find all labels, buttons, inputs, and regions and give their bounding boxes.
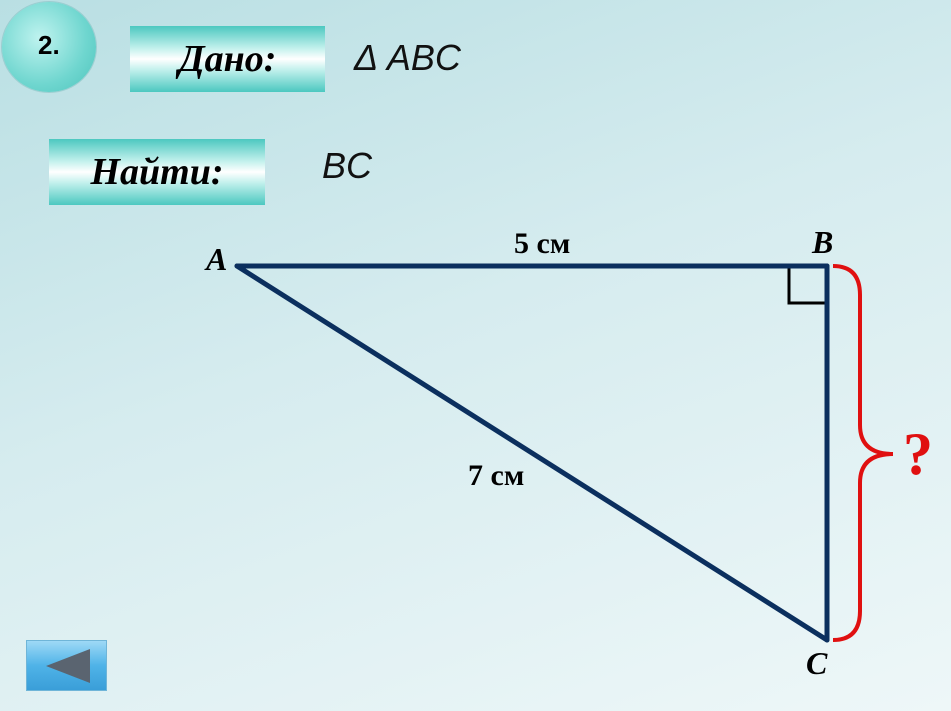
right-angle-marker — [787, 266, 827, 305]
find-label: Найти: — [90, 151, 224, 193]
task-number: 2. — [38, 30, 60, 60]
find-label-box: Найти: — [49, 139, 265, 205]
unknown-side-brace — [832, 264, 894, 642]
find-value: BC — [322, 145, 373, 186]
left-triangle-arrow-icon — [46, 649, 90, 683]
vertex-a-label: A — [204, 241, 227, 277]
vertex-c-label: C — [806, 645, 828, 681]
side-ac — [234, 263, 830, 643]
given-value: Δ ABC — [354, 37, 461, 78]
side-ac-length: 7 см — [468, 459, 524, 492]
side-ab-length: 5 см — [514, 227, 570, 260]
given-label: Дано: — [178, 38, 277, 80]
unknown-question-mark: ? — [903, 421, 933, 487]
task-number-badge: 2. — [2, 2, 96, 92]
vertex-b-label: B — [811, 224, 833, 260]
given-label-box: Дано: — [130, 26, 325, 92]
back-button[interactable] — [26, 640, 107, 691]
